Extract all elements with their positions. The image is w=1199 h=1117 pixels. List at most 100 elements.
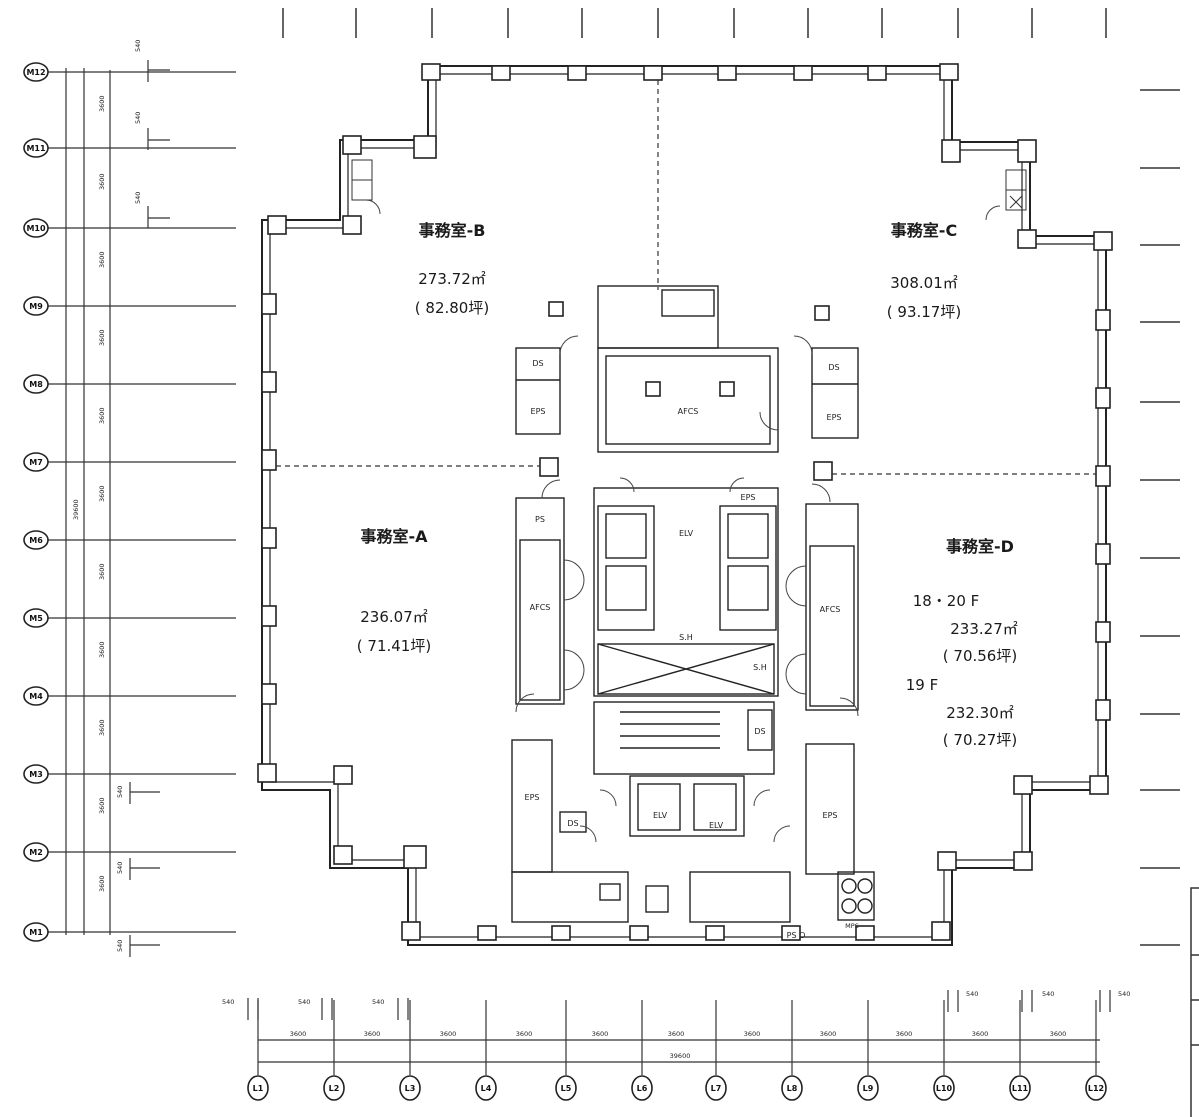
offset-label: 540 (116, 786, 124, 798)
row-span-label: 3600 (98, 875, 106, 892)
perimeter-columns (257, 63, 1113, 941)
row-dimension-lines (65, 68, 111, 935)
column-axis-label: L1 (253, 1084, 264, 1093)
room-d-tsubo1: ( 70.56坪) (943, 647, 1017, 665)
room-d-area2: 232.30㎡ (946, 704, 1014, 722)
room-a-name: 事務室-A (360, 527, 428, 546)
column-axis-l8: L8 (781, 1000, 803, 1101)
row-axis-m9: M9 (23, 296, 236, 316)
offset-label: 540 (134, 192, 142, 204)
column-span-label: 3600 (820, 1030, 837, 1038)
offset-label: 540 (1118, 990, 1130, 998)
row-axis-m1: M1 (23, 922, 236, 942)
row-axis-label: M1 (29, 928, 43, 937)
top-ticks (282, 8, 1107, 38)
offset-label: 540 (116, 940, 124, 952)
row-span-label: 3600 (98, 329, 106, 346)
offset-label: 540 (966, 990, 978, 998)
column-span-label: 3600 (668, 1030, 685, 1038)
room-a-labels: 事務室-A 236.07㎡ ( 71.41坪) (357, 527, 431, 655)
offset-label: 540 (134, 40, 142, 52)
room-a-area: 236.07㎡ (360, 608, 428, 626)
row-span-label: 3600 (98, 719, 106, 736)
column-span-label: 3600 (972, 1030, 989, 1038)
eps-label: EPS (823, 811, 838, 820)
column-span-label: 3600 (440, 1030, 457, 1038)
room-b-area: 273.72㎡ (418, 270, 486, 288)
row-span-labels: 3600 3600 3600 3600 3600 3600 3600 3600 … (72, 95, 106, 892)
row-span-label: 3600 (98, 95, 106, 112)
column-axis-l9: L9 (857, 1000, 879, 1101)
room-c-name: 事務室-C (891, 221, 957, 240)
column-dimension-lines (258, 1039, 1100, 1063)
room-d-floor1: 18・20 F (913, 592, 980, 610)
row-span-label: 3600 (98, 563, 106, 580)
column-span-label: 3600 (592, 1030, 609, 1038)
room-d-area1: 233.27㎡ (950, 620, 1018, 638)
row-axis-label: M9 (29, 302, 43, 311)
eps-label: EPS (531, 407, 546, 416)
afcs-label: AFCS (678, 407, 699, 416)
eps-label: EPS (741, 493, 756, 502)
row-axis-label: M12 (26, 68, 45, 77)
column-axis-l11: L11 (1009, 1000, 1031, 1101)
building-outline (261, 65, 1107, 946)
column-span-labels: 3600 3600 3600 3600 3600 3600 3600 3600 … (290, 1030, 1067, 1060)
row-axis-m2: M2 (23, 842, 236, 862)
column-axis-l7: L7 (705, 1000, 727, 1101)
column-axis-l6: L6 (631, 1000, 653, 1101)
room-b-tsubo: ( 82.80坪) (415, 299, 489, 317)
column-span-label: 3600 (896, 1030, 913, 1038)
row-span-label: 3600 (98, 797, 106, 814)
offset-label: 540 (116, 862, 124, 874)
interior-columns (539, 301, 833, 481)
column-span-label: 3600 (516, 1030, 533, 1038)
ps-label: PS (535, 515, 545, 524)
row-span-label: 3600 (98, 407, 106, 424)
ds-label: DS (754, 727, 765, 736)
row-axis-label: M3 (29, 770, 43, 779)
row-axis-m3: M3 (23, 764, 236, 784)
room-b-labels: 事務室-B 273.72㎡ ( 82.80坪) (415, 221, 489, 317)
row-axis-m8: M8 (23, 374, 236, 394)
column-axis-label: L9 (863, 1084, 874, 1093)
column-axis-label: L6 (637, 1084, 648, 1093)
elv-label: ELV (679, 529, 694, 538)
corner-details (351, 159, 1027, 211)
column-axis-l5: L5 (555, 1000, 577, 1101)
eps-label: EPS (827, 413, 842, 422)
row-axis-label: M8 (29, 380, 43, 389)
core (511, 285, 875, 923)
row-axis-label: M2 (29, 848, 43, 857)
door-swings (365, 199, 1001, 843)
column-axis-label: L2 (329, 1084, 340, 1093)
row-axis-m11: M11 (23, 138, 236, 158)
column-offset-marks: 540 540 540 540 540 540 (222, 990, 1130, 1020)
row-axis-label: M5 (29, 614, 43, 623)
room-d-tsubo2: ( 70.27坪) (943, 731, 1017, 749)
room-c-tsubo: ( 93.17坪) (887, 303, 961, 321)
row-axis-label: M7 (29, 458, 43, 467)
column-axis-l10: L10 (933, 1000, 955, 1101)
row-span-label: 3600 (98, 173, 106, 190)
column-axis-label: L12 (1088, 1084, 1104, 1093)
column-axis-label: L10 (936, 1084, 953, 1093)
column-axis-l4: L4 (475, 1000, 497, 1101)
column-span-label: 3600 (1050, 1030, 1067, 1038)
row-axis-m7: M7 (23, 452, 236, 472)
column-span-label: 3600 (744, 1030, 761, 1038)
tenant-divisions (276, 80, 1096, 475)
afcs-label: AFCS (820, 605, 841, 614)
afcs-label: AFCS (530, 603, 551, 612)
eps-label: EPS (525, 793, 540, 802)
sh-label: S.H (679, 633, 693, 642)
column-axis-l1: L1 (247, 1000, 269, 1101)
column-axis-l2: L2 (323, 1000, 345, 1101)
row-axis-m5: M5 (23, 608, 236, 628)
sh-label: S.H (753, 663, 767, 672)
column-axis-label: L4 (481, 1084, 492, 1093)
ds-label: DS (532, 359, 543, 368)
ds-label: DS (567, 819, 578, 828)
